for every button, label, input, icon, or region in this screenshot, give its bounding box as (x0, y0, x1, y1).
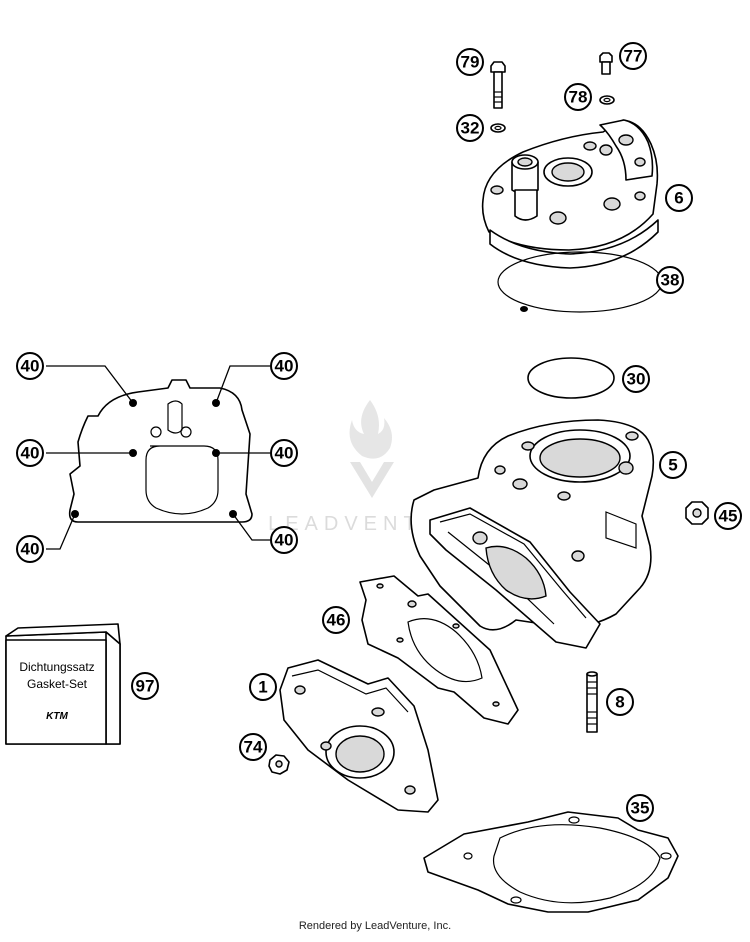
bolt-79 (490, 61, 506, 109)
o-ring-30 (527, 357, 615, 399)
gasket-outline-40 (68, 379, 253, 523)
gasket-set-box-97: Dichtungssatz Gasket-Set KTM (5, 623, 121, 745)
bolt-77 (599, 52, 613, 75)
callout-74: 74 (239, 733, 267, 761)
callout-40-bottom-left: 40 (16, 535, 44, 563)
nut-45 (685, 501, 709, 525)
callout-1: 1 (249, 673, 277, 701)
callout-97: 97 (131, 672, 159, 700)
gasket-set-line1: Dichtungssatz (19, 660, 94, 674)
svg-text:78: 78 (569, 88, 588, 107)
svg-text:1: 1 (258, 678, 267, 697)
svg-text:46: 46 (327, 611, 346, 630)
washer-78 (599, 95, 615, 105)
callout-77: 77 (619, 42, 647, 70)
svg-text:40: 40 (21, 357, 40, 376)
gasket-46 (359, 575, 519, 725)
svg-text:79: 79 (461, 53, 480, 72)
svg-text:35: 35 (631, 799, 650, 818)
svg-text:5: 5 (668, 456, 677, 475)
svg-text:38: 38 (661, 271, 680, 290)
callout-38: 38 (656, 266, 684, 294)
callout-32: 32 (456, 114, 484, 142)
callout-8: 8 (606, 688, 634, 716)
callout-78: 78 (564, 83, 592, 111)
svg-text:40: 40 (275, 357, 294, 376)
nut-74 (268, 754, 290, 775)
callout-45: 45 (714, 502, 742, 530)
washer-32 (490, 123, 506, 133)
svg-text:40: 40 (275, 444, 294, 463)
footer-credit: Rendered by LeadVenture, Inc. (298, 920, 452, 932)
svg-text:40: 40 (275, 531, 294, 550)
callout-40-top-right: 40 (270, 352, 298, 380)
callout-35: 35 (626, 794, 654, 822)
svg-text:40: 40 (21, 444, 40, 463)
svg-text:6: 6 (674, 189, 683, 208)
callout-79: 79 (456, 48, 484, 76)
svg-text:40: 40 (21, 540, 40, 559)
callout-40-bottom-right: 40 (270, 526, 298, 554)
callout-30: 30 (622, 365, 650, 393)
svg-text:74: 74 (244, 738, 263, 757)
gasket-set-line2: Gasket-Set (27, 677, 88, 691)
callout-40-top-left: 40 (16, 352, 44, 380)
cylinder-head-6 (481, 119, 659, 269)
base-gasket-35 (423, 811, 679, 913)
callout-46: 46 (322, 606, 350, 634)
svg-text:32: 32 (461, 119, 480, 138)
callout-5: 5 (659, 451, 687, 479)
callout-40-mid-right: 40 (270, 439, 298, 467)
svg-text:45: 45 (719, 507, 738, 526)
cylinder-5 (410, 419, 655, 649)
svg-text:8: 8 (615, 693, 624, 712)
svg-text:77: 77 (624, 47, 643, 66)
exhaust-flange-1 (279, 659, 439, 813)
callout-6: 6 (665, 184, 693, 212)
svg-text:30: 30 (627, 370, 646, 389)
callout-40-mid-left: 40 (16, 439, 44, 467)
leader-lines-40 (46, 365, 270, 550)
stud-8 (586, 671, 598, 733)
ktm-logo: KTM (46, 711, 68, 722)
svg-text:97: 97 (136, 677, 155, 696)
